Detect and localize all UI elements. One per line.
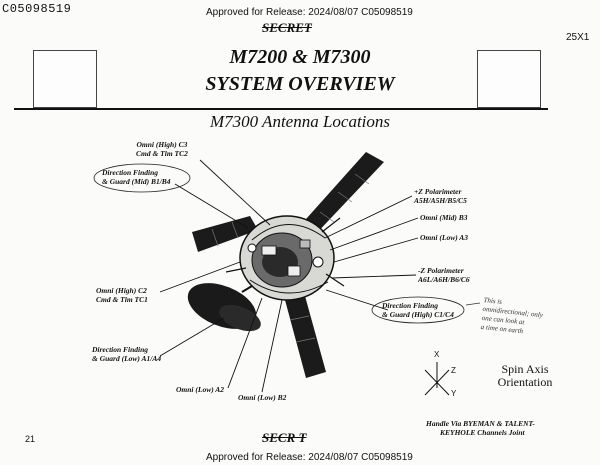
label-omni-high-c2: Omni (High) C2 Cmd & Tlm TC1 [96,286,148,304]
handwritten-note: This is omnidirectional; only one can lo… [480,296,544,336]
axis-label-z: Z [451,366,456,375]
solar-panel-upper [298,152,384,238]
release-stamp-bottom: Approved for Release: 2024/08/07 C050985… [206,452,413,463]
title-divider [14,108,548,110]
spacecraft-body [225,215,345,301]
classification-marking-bottom: SECR T [262,430,307,445]
leader-omni-low-b2 [261,299,283,393]
leader-omni-high-c3 [199,159,271,226]
solar-panel-left [192,216,258,252]
axis-label-x: X [434,350,440,359]
page-number: 21 [25,434,36,444]
hand-circle-df-mid [93,163,191,193]
page-subtitle: M7300 Antenna Locations [209,112,391,131]
leader-omni-low-a2 [227,297,263,389]
label-pz-polarimeter: +Z Polarimeter A5H/A5H/B5/C5 [414,187,467,205]
label-omni-low-b2: Omni (Low) B2 [238,393,287,402]
leader-df-guard-mid [174,183,249,229]
release-stamp-top: Approved for Release: 2024/08/07 C050985… [206,7,413,18]
solar-panel-lower [285,296,326,378]
label-omni-mid-b3: Omni (Mid) B3 [420,213,468,222]
classification-marking-top: SECRET [262,20,312,35]
axis-orientation-icon [424,362,450,396]
handling-caveat: Handle Via BYEMAN & TALENT- KEYHOLE Chan… [426,419,535,437]
spin-axis-caption: Spin Axis Orientation [497,362,553,389]
leader-df-guard-low [159,317,225,357]
dish-antenna-lower [187,261,293,332]
leader-mz-polarimeter [331,274,417,279]
hand-note-arrow [465,302,481,306]
redacted-box-left [33,50,97,108]
leader-omni-low-a3 [333,237,419,263]
leader-omni-high-c2 [159,261,241,293]
page-title-line1: M7200 & M7300 [229,46,371,68]
leader-pz-polarimeter [324,195,413,239]
page-title-line2: SYSTEM OVERVIEW [205,73,395,95]
redaction-code: 25X1 [566,32,590,43]
label-df-guard-low: Direction Finding & Guard (Low) A1/A4 [92,345,162,363]
label-omni-low-a2: Omni (Low) A2 [176,385,225,394]
label-omni-high-c3: Omni (High) C3 Cmd & Tlm TC2 [136,140,188,158]
document-id: C05098519 [2,2,72,16]
label-df-guard-mid: Direction Finding & Guard (Mid) B1/B4 [102,168,171,186]
axis-label-y: Y [451,389,457,398]
label-mz-polarimeter: -Z Polarimeter A6L/A6H/B6/C6 [418,266,470,284]
leader-df-guard-high [325,289,389,311]
label-df-guard-high: Direction Finding & Guard (High) C1/C4 [382,301,454,319]
leader-lines [159,159,419,393]
redacted-box-right [477,50,541,108]
leader-omni-mid-b3 [329,217,419,251]
label-omni-low-a3: Omni (Low) A3 [420,233,469,242]
hand-circle-df-high [371,296,465,324]
